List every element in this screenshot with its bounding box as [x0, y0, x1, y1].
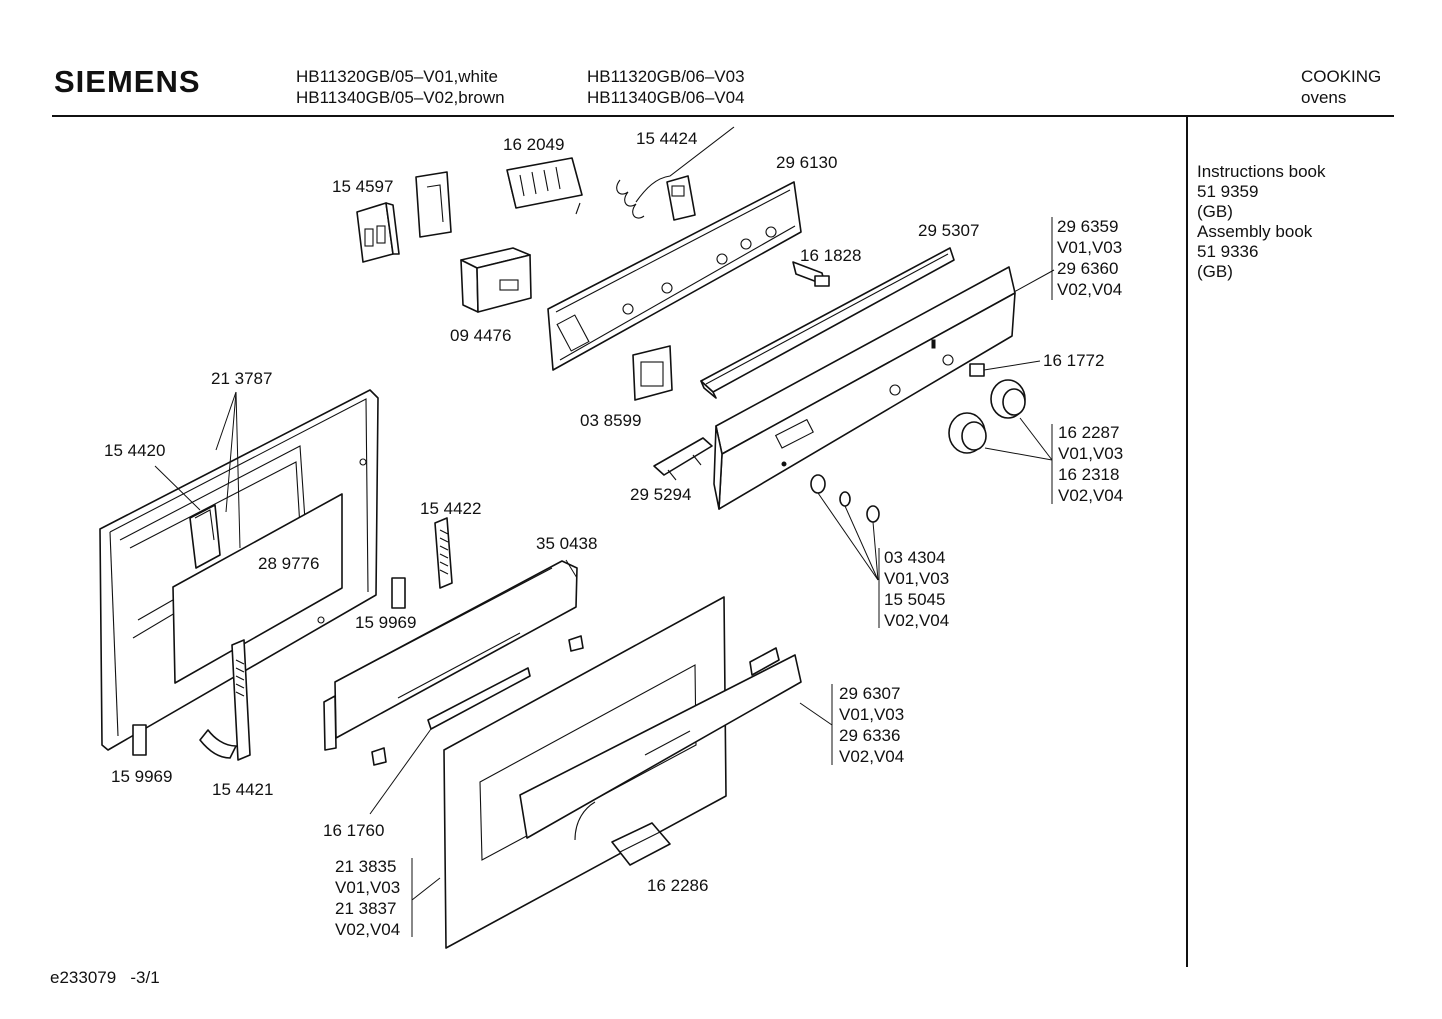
- facia-bracket-part: [653, 437, 713, 481]
- part-label: 16 1760: [323, 821, 385, 840]
- category-subtitle: ovens: [1301, 88, 1347, 107]
- hinge-block-part: [189, 504, 221, 569]
- thermostat-part: [616, 126, 735, 221]
- small-switch-part: [969, 360, 1041, 377]
- model-line-3: HB11320GB/06–V03: [587, 67, 745, 86]
- control-panel-plate-part: [547, 181, 802, 371]
- group-label-line: V01,V03: [1058, 444, 1124, 463]
- part-label: 16 1772: [1043, 351, 1105, 370]
- group-label-line: 29 6307: [839, 684, 901, 703]
- seal-strip-part: [369, 667, 531, 815]
- sidebar-line: (GB): [1197, 202, 1233, 221]
- sidebar-line: Assembly book: [1197, 222, 1313, 241]
- group-label-line: 29 6359: [1057, 217, 1119, 236]
- bracket-part: [356, 171, 452, 263]
- sidebar-line: 51 9336: [1197, 242, 1259, 261]
- clip-part: [371, 635, 584, 766]
- group-label-line: 03 4304: [884, 548, 946, 567]
- group-label-line: 21 3835: [335, 857, 397, 876]
- part-label: 15 9969: [111, 767, 173, 786]
- group-label-line: 29 6360: [1057, 259, 1119, 278]
- handle-clip-part: [611, 822, 671, 866]
- part-label: 03 8599: [580, 411, 642, 430]
- group-label-line: V02,V04: [884, 611, 950, 630]
- glass-pane-part: [172, 493, 343, 684]
- bulb-part: [810, 474, 880, 581]
- part-label: 15 4597: [332, 177, 394, 196]
- model-line-1: HB11320GB/05–V01,white: [296, 67, 498, 86]
- part-label: 35 0438: [536, 534, 598, 553]
- knob-part: [948, 379, 1053, 461]
- document-code: e233079 -3/1: [50, 968, 160, 987]
- brand-logo: SIEMENS: [54, 64, 201, 99]
- selector-switch-part: [506, 157, 583, 215]
- group-label-line: V02,V04: [839, 747, 905, 766]
- part-label: 15 9969: [355, 613, 417, 632]
- part-label: 15 4420: [104, 441, 166, 460]
- group-label-line: 29 6336: [839, 726, 901, 745]
- part-label: 16 2286: [647, 876, 709, 895]
- group-label-line: 16 2287: [1058, 423, 1120, 442]
- rail-part: [700, 247, 955, 399]
- group-label-line: V01,V03: [335, 878, 401, 897]
- sidebar-line: (GB): [1197, 262, 1233, 281]
- part-label: 16 1828: [800, 246, 862, 265]
- facia-panel-part: [713, 266, 1016, 510]
- group-label-line: V02,V04: [1057, 280, 1123, 299]
- lamp-holder-part: [792, 261, 830, 287]
- group-label-line: V01,V03: [1057, 238, 1123, 257]
- part-label: 29 6130: [776, 153, 838, 172]
- sidebar-line: Instructions book: [1197, 162, 1326, 181]
- part-label: 15 4421: [212, 780, 274, 799]
- group-label-line: V02,V04: [335, 920, 401, 939]
- group-brackets: [411, 217, 1053, 937]
- part-label: 09 4476: [450, 326, 512, 345]
- group-label-line: V01,V03: [839, 705, 905, 724]
- sidebar-rule: [1186, 117, 1188, 967]
- part-label: 28 9776: [258, 554, 320, 573]
- pad-part: [132, 577, 406, 756]
- display-module-part: [632, 345, 673, 401]
- group-label-line: V02,V04: [1058, 486, 1124, 505]
- part-label: 15 4422: [420, 499, 482, 518]
- model-line-4: HB11340GB/06–V04: [587, 88, 745, 107]
- part-label: 16 2049: [503, 135, 565, 154]
- group-label-line: 15 5045: [884, 590, 946, 609]
- model-line-2: HB11340GB/05–V02,brown: [296, 88, 505, 107]
- sidebar-line: 51 9359: [1197, 182, 1259, 201]
- header-rule: [52, 115, 1394, 117]
- part-label: 29 5294: [630, 485, 692, 504]
- part-label: 29 5307: [918, 221, 980, 240]
- part-label: 21 3787: [211, 369, 273, 388]
- leader-lines: [154, 269, 1055, 901]
- group-label-line: 21 3837: [335, 899, 397, 918]
- part-label: 15 4424: [636, 129, 698, 148]
- category-title: COOKING: [1301, 67, 1382, 86]
- door-rail-part: [323, 560, 578, 751]
- group-label-line: V01,V03: [884, 569, 950, 588]
- door-hinge-part: [199, 517, 453, 761]
- group-label-line: 16 2318: [1058, 465, 1120, 484]
- door-handle-part: [519, 647, 833, 841]
- clock-module-part: [460, 247, 532, 313]
